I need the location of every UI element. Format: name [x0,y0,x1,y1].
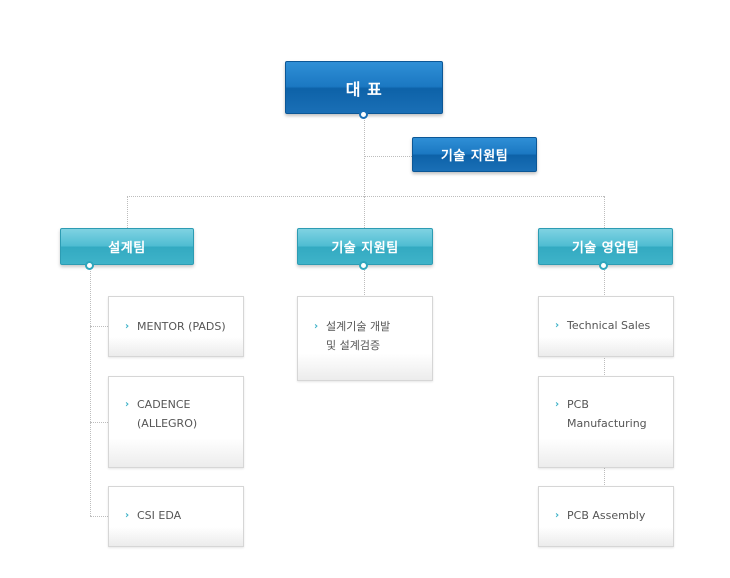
staff-tech-support-label: 기술 지원팀 [440,149,509,164]
item-card: › 설계기술 개발 및 설계검증 [297,296,433,381]
team-tech-support-label: 기술 지원팀 [331,241,399,256]
item-text: MENTOR (PADS) [137,320,226,333]
connector-team-2-drop [364,196,365,228]
connector-team-2-items [364,267,365,297]
chevron-right-icon: › [314,321,319,332]
chevron-right-icon: › [125,510,130,521]
item-text: Technical Sales [567,319,651,332]
connector-team-3-drop [604,196,605,228]
team-tech-sales-box: 기술 영업팀 [538,228,673,265]
chevron-right-icon: › [555,320,560,331]
item-text: CADENCE (ALLEGRO) [137,398,198,430]
connector-item-1-1 [90,326,108,327]
item-card: › PCB Assembly [538,486,674,547]
team-tech-sales-dot [599,261,608,270]
item-text: PCB Assembly [567,509,646,522]
item-card: › CSI EDA [108,486,244,547]
connector-item-1-2 [90,422,108,423]
ceo-label: 대 표 [345,79,383,99]
staff-tech-support-box: 기술 지원팀 [412,137,537,172]
item-card: › CADENCE (ALLEGRO) [108,376,244,468]
chevron-right-icon: › [555,399,560,410]
item-text: CSI EDA [137,509,182,522]
chevron-right-icon: › [125,399,130,410]
ceo-box: 대 표 [285,61,443,114]
team-design-label: 설계팀 [108,241,146,256]
chevron-right-icon: › [555,510,560,521]
item-text: PCB Manufacturing [567,398,647,430]
connector-team-bus [127,196,604,197]
team-design-dot [85,261,94,270]
item-text: 설계기술 개발 및 설계검증 [326,320,391,352]
item-card: › PCB Manufacturing [538,376,674,468]
connector-team-1-drop [127,196,128,228]
team-tech-sales-label: 기술 영업팀 [571,241,640,256]
item-card: › Technical Sales [538,296,674,357]
team-design-box: 설계팀 [60,228,194,265]
ceo-connector-dot [359,110,368,119]
connector-staff-branch [364,156,412,157]
item-card: › MENTOR (PADS) [108,296,244,357]
connector-item-1-3 [90,516,108,517]
chevron-right-icon: › [125,321,130,332]
team-tech-support-dot [359,261,368,270]
connector-team-1-items [90,267,91,516]
team-tech-support-box: 기술 지원팀 [297,228,433,265]
